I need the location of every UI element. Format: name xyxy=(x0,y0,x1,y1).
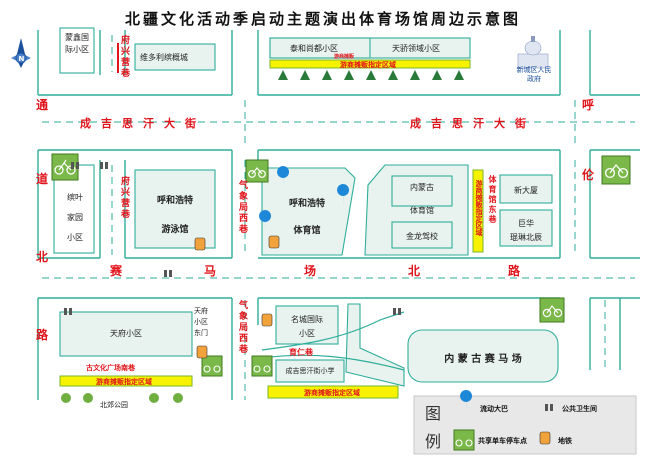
road-saima-4: 北 xyxy=(408,264,421,278)
metro-icon[interactable] xyxy=(194,235,551,445)
zone-top-small: 游商摊贩 xyxy=(334,54,355,60)
road-tongdao-4: 路 xyxy=(36,328,49,342)
legend-heading-2: 例 xyxy=(425,432,442,451)
legend-bike: 共享单车停车点 xyxy=(478,437,527,445)
tree-row-icons xyxy=(61,70,464,403)
block-xinda: 新大厦 xyxy=(514,186,538,195)
block-swim-2: 游泳馆 xyxy=(161,225,189,235)
legend-heading-1: 图 xyxy=(425,404,442,423)
svg-text:N: N xyxy=(19,55,25,63)
zone-vendor-left: 游商摊贩指定区域 xyxy=(96,378,152,386)
bike-parking-icon[interactable] xyxy=(539,297,565,323)
block-tianfu-east: 天府小区东门 xyxy=(194,307,208,337)
road-fuxing-ying-left: 府兴营巷 xyxy=(119,176,129,220)
road-saima-3: 场 xyxy=(304,264,317,278)
road-saima-1: 赛 xyxy=(110,264,123,278)
block-neimenggu-gym-2: 体育馆 xyxy=(410,206,434,215)
zone-vendor-bottom: 游商摊贩指定区域 xyxy=(304,389,360,397)
block-mingcheng-2: 小区 xyxy=(299,329,315,338)
road-network xyxy=(37,30,640,400)
block-mingcheng-1: 名城国际 xyxy=(291,315,323,324)
block-chengjisi-school: 成吉思汗街小学 xyxy=(285,367,335,375)
block-taihe: 泰和尚都小区 xyxy=(290,44,338,53)
block-neimenggu-gym-1: 内蒙古 xyxy=(410,183,434,192)
road-chengjisi-east: 成吉思汗大街 xyxy=(410,117,536,130)
zone-vendor-top: 游商摊贩指定区域 xyxy=(340,61,396,69)
block-fengdeng: 缤叶家园小区 xyxy=(67,193,83,242)
block-mengxin: 蒙鑫国际小区 xyxy=(65,33,89,54)
road-tongdao-1: 通 xyxy=(36,98,49,112)
access-paths xyxy=(261,311,405,371)
block-tianfu: 天府小区 xyxy=(110,329,142,338)
road-tongdao-3: 北 xyxy=(36,250,49,264)
block-juhua-1: 巨华 xyxy=(518,219,534,228)
block-gym-1: 呼和浩特 xyxy=(288,199,325,209)
bike-parking-icon[interactable] xyxy=(601,155,631,185)
city-blocks xyxy=(53,27,637,455)
block-gym-2: 体育馆 xyxy=(293,226,321,236)
bus-pin-icon[interactable] xyxy=(277,166,290,188)
legend-metro: 地铁 xyxy=(558,437,572,445)
north-compass-icon: N xyxy=(11,38,31,68)
road-chengjisi-west: 成吉思汗大街 xyxy=(80,117,206,130)
road-centerlines xyxy=(42,35,635,400)
bike-parking-icon[interactable] xyxy=(245,159,269,183)
bike-parking-icon xyxy=(453,429,475,451)
road-qixiangju-bottom: 气象局西巷 xyxy=(237,300,247,355)
block-beijiao: 北郊公园 xyxy=(100,401,128,409)
road-qixiangju-top: 气象局西巷 xyxy=(237,180,247,235)
fuxing-ying-red-ticks xyxy=(117,43,119,73)
road-guwenhua: 古文化广场南巷 xyxy=(86,364,135,372)
block-weiduo: 维多利缤概城 xyxy=(140,53,188,62)
vendor-zones xyxy=(59,59,484,399)
block-racecourse: 内 蒙 古 赛 马 场 xyxy=(444,354,522,365)
road-fuxing-ying-top: 府兴营巷 xyxy=(119,35,129,79)
page-title: 北疆文化活动季启动主题演出体育场馆周边示意图 xyxy=(124,10,521,28)
bike-parking-icon[interactable] xyxy=(51,153,79,181)
legend-bus: 流动大巴 xyxy=(480,405,508,413)
road-saima-5: 路 xyxy=(508,264,521,278)
block-jinlong: 金龙驾校 xyxy=(406,232,438,241)
bike-parking-icon[interactable] xyxy=(251,355,273,377)
government-building-icon xyxy=(517,36,549,69)
block-juhua-2: 琨琳北辰 xyxy=(510,233,542,242)
bus-pin-icon xyxy=(460,390,473,412)
legend-toilet: 公共卫生间 xyxy=(562,405,597,413)
bus-pin-icon[interactable] xyxy=(337,184,350,206)
block-xinchengqu: 新城区人民政府 xyxy=(516,66,552,83)
road-saima-2: 马 xyxy=(204,264,217,278)
road-tongdao-2: 道 xyxy=(36,172,49,186)
road-tiyu-dong: 体育馆东巷 xyxy=(488,175,497,225)
bus-pin-icon[interactable] xyxy=(259,210,272,232)
block-tianjiao: 天骄领域小区 xyxy=(392,44,440,53)
toilet-icon[interactable] xyxy=(64,162,553,411)
road-yucai: 育仁巷 xyxy=(289,348,313,357)
road-hulun-1: 呼 xyxy=(582,98,595,112)
bike-parking-icon[interactable] xyxy=(201,355,223,377)
zone-vendor-vertical: 游商摊贩指定区域 xyxy=(475,180,483,236)
block-swim-1: 呼和浩特 xyxy=(156,196,193,206)
road-hulun-2: 伦 xyxy=(582,168,595,182)
